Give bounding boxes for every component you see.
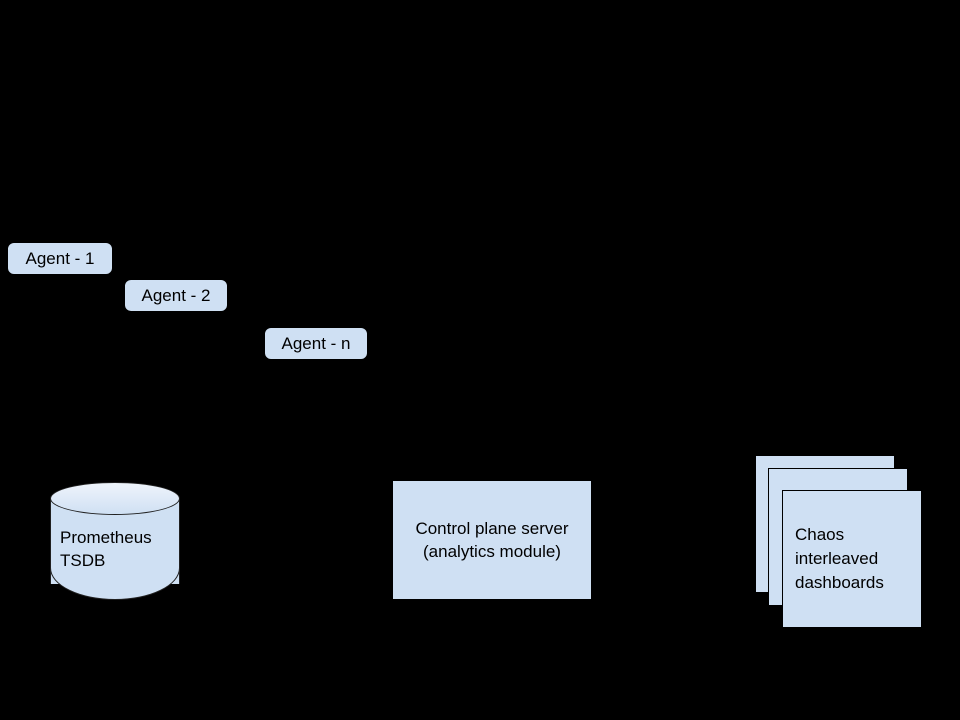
agent-1-label: Agent - 1 [25, 249, 95, 268]
agent-2-label: Agent - 2 [141, 286, 211, 305]
chaos-dashboards-label: Chaos interleaved dashboards [795, 525, 884, 592]
cylinder-top-ellipse [50, 482, 180, 515]
control-plane-server-node[interactable]: Control plane server (analytics module) [392, 480, 592, 600]
chaos-dashboards-node[interactable]: Chaos interleaved dashboards [755, 455, 925, 630]
agent-1-node[interactable]: Agent - 1 [7, 242, 113, 275]
prometheus-tsdb-label: Prometheus TSDB [60, 528, 152, 570]
cylinder-bottom-shape [50, 568, 180, 600]
dashboard-card-front[interactable] [782, 490, 922, 628]
agent-2-node[interactable]: Agent - 2 [124, 279, 228, 312]
control-plane-server-label: Control plane server (analytics module) [415, 519, 569, 561]
prometheus-tsdb-node[interactable]: Prometheus TSDB [50, 482, 180, 600]
agent-n-node[interactable]: Agent - n [264, 327, 368, 360]
agent-n-label: Agent - n [281, 334, 351, 353]
